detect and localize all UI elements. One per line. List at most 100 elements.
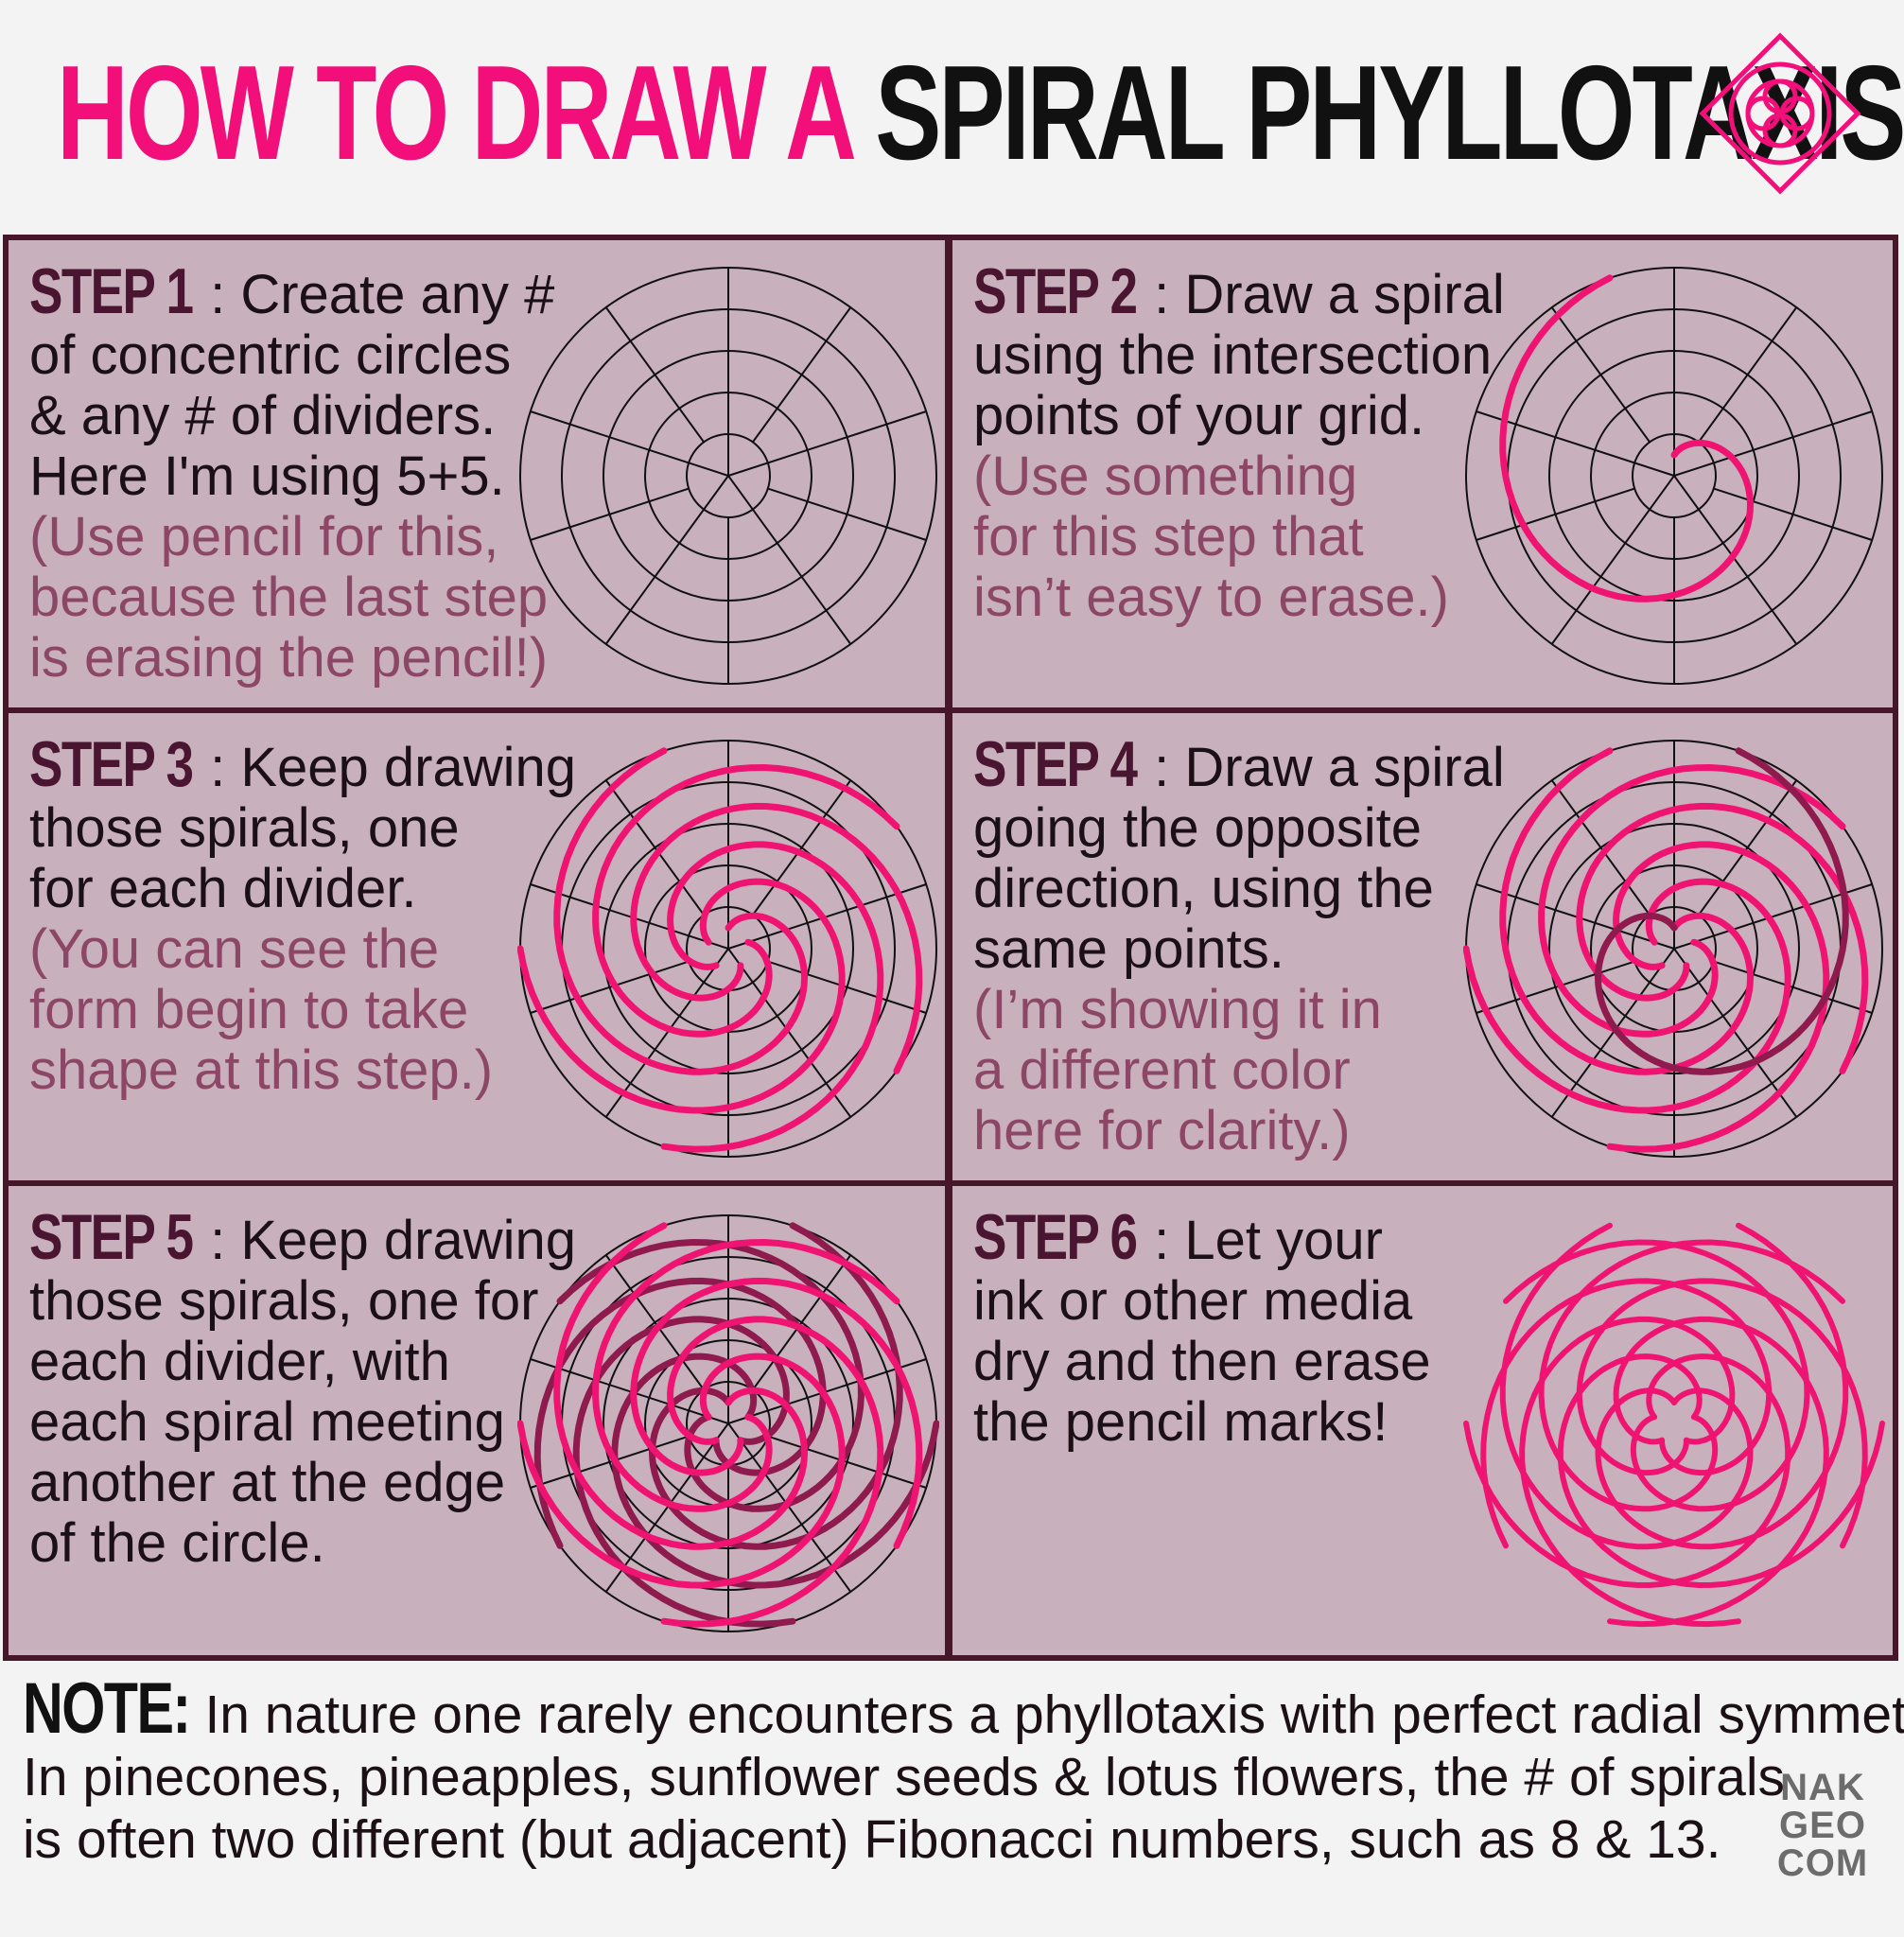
divider-line bbox=[752, 779, 852, 916]
spiral-clockwise bbox=[517, 1352, 846, 1589]
spiral-counterclockwise bbox=[1594, 747, 1849, 1075]
step-4-label: STEP 4 bbox=[973, 728, 1138, 800]
spiral-clockwise bbox=[660, 1316, 884, 1628]
step-2-text: STEP 2: Draw a spiral using the intersec… bbox=[973, 255, 1505, 628]
divider-line bbox=[1673, 948, 1798, 1118]
divider-line bbox=[1550, 306, 1651, 443]
step-6-text: STEP 6: Let your ink or other media dry … bbox=[973, 1201, 1431, 1453]
divider-line bbox=[530, 487, 690, 541]
spiral-counterclockwise bbox=[611, 1352, 939, 1589]
step-4-text: STEP 4: Draw a spiral going the opposite… bbox=[973, 728, 1505, 1161]
spiral-clockwise bbox=[1499, 747, 1755, 1075]
spiral-clockwise bbox=[592, 1238, 900, 1512]
grid-lines bbox=[1465, 267, 1883, 685]
step-1-diagram bbox=[519, 267, 937, 685]
spiral-clockwise bbox=[630, 802, 923, 1074]
spiral-counterclockwise bbox=[1557, 1353, 1885, 1589]
spiral-counterclockwise bbox=[1480, 1278, 1773, 1549]
spiral-clockwise bbox=[1606, 841, 1830, 1153]
grid-lines bbox=[519, 267, 937, 685]
divider-line bbox=[727, 475, 852, 645]
step-2-diagram bbox=[1465, 267, 1883, 685]
spiral-counterclockwise bbox=[648, 1222, 903, 1550]
spiral-clockwise bbox=[592, 763, 900, 1038]
step-1-label: STEP 1 bbox=[29, 255, 194, 327]
divider-line bbox=[1673, 883, 1873, 950]
spiral-clockwise bbox=[1538, 763, 1846, 1038]
divider-line bbox=[604, 948, 729, 1118]
divider-line bbox=[604, 306, 705, 443]
step-3-text: STEP 3: Keep drawing those spirals, one … bbox=[29, 728, 577, 1101]
divider-line bbox=[1476, 487, 1635, 541]
divider-line bbox=[1713, 960, 1873, 1014]
step-6-diagram bbox=[1463, 1222, 1885, 1628]
divider-line bbox=[604, 779, 705, 916]
divider-line bbox=[604, 1422, 729, 1593]
page-title: HOW TO DRAW A SPIRAL PHYLLOTAXIS bbox=[57, 38, 1904, 189]
divider-line bbox=[530, 410, 729, 477]
step-5-label: STEP 5 bbox=[29, 1201, 194, 1273]
divider-line bbox=[1476, 883, 1675, 950]
step-5-text: STEP 5: Keep drawing those spirals, one … bbox=[29, 1201, 577, 1574]
step-4-panel: STEP 4: Draw a spiral going the opposite… bbox=[952, 713, 1893, 1180]
step-1-panel: STEP 1: Create any # of concentric circl… bbox=[9, 240, 945, 707]
spiral-counterclockwise bbox=[1503, 1239, 1810, 1512]
divider-line bbox=[767, 1435, 927, 1489]
spiral-clockwise bbox=[1607, 1316, 1829, 1628]
step-3-panel: STEP 3: Keep drawing those spirals, one … bbox=[9, 713, 945, 1180]
header: HOW TO DRAW A SPIRAL PHYLLOTAXIS bbox=[0, 0, 1904, 235]
step-6-panel: STEP 6: Let your ink or other media dry … bbox=[952, 1186, 1893, 1655]
spiral-clockwise bbox=[660, 841, 884, 1153]
step-4-diagram bbox=[1463, 740, 1883, 1158]
spiral-clockwise bbox=[1463, 1353, 1791, 1589]
spiral-clockwise bbox=[1499, 274, 1755, 602]
divider-line bbox=[1550, 948, 1675, 1118]
brand-logo: NAK GEO COM bbox=[1776, 1767, 1869, 1884]
divider-line bbox=[604, 475, 729, 645]
divider-line bbox=[1698, 306, 1798, 443]
spiral-clockwise bbox=[1499, 1222, 1754, 1550]
divider-line bbox=[1713, 487, 1873, 541]
step-5-panel: STEP 5: Keep drawing those spirals, one … bbox=[9, 1186, 945, 1655]
footer-note: NOTE:In nature one rarely encounters a p… bbox=[23, 1668, 1904, 1871]
spiral-counterclockwise bbox=[1595, 1222, 1849, 1550]
step-3-label: STEP 3 bbox=[29, 728, 194, 800]
step-2-panel: STEP 2: Draw a spiral using the intersec… bbox=[952, 240, 1893, 707]
divider-line bbox=[1476, 960, 1635, 1014]
step-5-diagram bbox=[517, 1214, 939, 1632]
divider-line bbox=[727, 1422, 852, 1593]
note-label: NOTE: bbox=[23, 1668, 191, 1749]
steps-grid: STEP 1: Create any # of concentric circl… bbox=[3, 235, 1898, 1661]
spiral-clockwise bbox=[517, 878, 846, 1114]
phyllotaxis-logo-icon bbox=[1699, 32, 1861, 195]
divider-line bbox=[727, 410, 927, 477]
divider-line bbox=[767, 960, 927, 1014]
step-3-diagram bbox=[517, 740, 937, 1158]
divider-line bbox=[727, 1358, 927, 1424]
step-6-label: STEP 6 bbox=[973, 1201, 1138, 1273]
divider-line bbox=[1550, 475, 1675, 645]
divider-line bbox=[727, 883, 927, 950]
divider-line bbox=[1673, 475, 1798, 645]
divider-line bbox=[752, 1254, 852, 1390]
spiral-clockwise bbox=[553, 1222, 809, 1550]
step-2-label: STEP 2 bbox=[973, 255, 1138, 327]
divider-line bbox=[1698, 779, 1798, 916]
spiral-clockwise bbox=[630, 1277, 923, 1549]
spiral-clockwise bbox=[1576, 1278, 1868, 1549]
divider-line bbox=[1476, 410, 1675, 477]
divider-line bbox=[1550, 779, 1651, 916]
divider-line bbox=[727, 948, 852, 1118]
title-part-1: HOW TO DRAW A bbox=[57, 38, 853, 188]
spiral-clockwise bbox=[1463, 878, 1791, 1114]
spiral-clockwise bbox=[553, 747, 809, 1075]
divider-line bbox=[530, 1435, 690, 1489]
spiral-counterclockwise bbox=[1519, 1316, 1741, 1628]
divider-line bbox=[767, 487, 927, 541]
divider-line bbox=[1673, 410, 1873, 477]
spiral-clockwise bbox=[1538, 1239, 1845, 1512]
divider-line bbox=[530, 1358, 729, 1424]
divider-line bbox=[530, 883, 729, 950]
divider-line bbox=[530, 960, 690, 1014]
divider-line bbox=[604, 1254, 705, 1390]
